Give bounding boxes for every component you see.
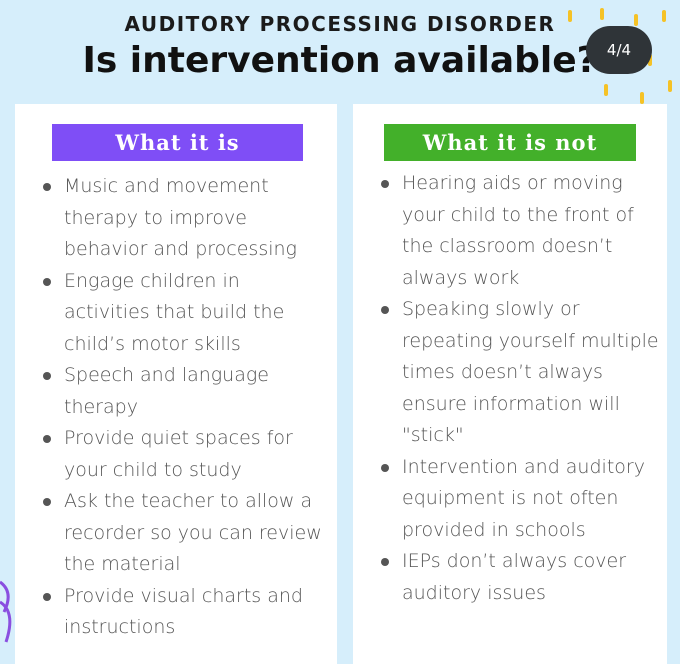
page-subtitle: AUDITORY PROCESSING DISORDER: [124, 12, 556, 36]
what-it-is-not-card: What it is not Hearing aids or moving yo…: [353, 104, 667, 664]
bullet-icon: [43, 372, 51, 380]
bullet-icon: [381, 463, 389, 472]
list-item-text: IEPs don’t always cover auditory issues: [402, 550, 627, 604]
list-item: Hearing aids or moving your child to the…: [379, 168, 669, 294]
list-item-text: Provide visual charts and instructions: [64, 584, 303, 639]
bullet-icon: [381, 180, 389, 188]
what-it-is-not-heading: What it is not: [384, 124, 636, 161]
what-it-is-list: Music and movement therapy to improve be…: [41, 171, 331, 644]
what-it-is-card: What it is Music and movement therapy to…: [15, 104, 337, 664]
list-item-text: Music and movement therapy to improve be…: [64, 175, 297, 260]
bullet-icon: [381, 306, 389, 314]
bullet-icon: [43, 498, 51, 506]
list-item-text: Engage children in activities that build…: [64, 269, 285, 355]
list-item-text: Intervention and auditory equipment is n…: [402, 455, 645, 541]
bullet-icon: [43, 183, 51, 191]
bullet-icon: [43, 592, 51, 601]
list-item-text: Speech and language therapy: [64, 364, 269, 418]
list-item-text: Ask the teacher to allow a recorder so y…: [64, 490, 322, 575]
list-item: Provide visual charts and instructions: [41, 581, 331, 644]
list-item: Provide quiet spaces for your child to s…: [41, 423, 331, 486]
list-item-text: Provide quiet spaces for your child to s…: [64, 427, 293, 481]
list-item: Music and movement therapy to improve be…: [41, 171, 331, 266]
what-it-is-heading: What it is: [52, 124, 303, 161]
list-item: Engage children in activities that build…: [41, 266, 331, 361]
list-item: Intervention and auditory equipment is n…: [379, 452, 669, 547]
page-indicator-badge: 4/4: [586, 26, 652, 74]
what-it-is-not-list: Hearing aids or moving your child to the…: [379, 168, 669, 609]
list-item: Speaking slowly or repeating yourself mu…: [379, 294, 669, 452]
list-item: Speech and language therapy: [41, 360, 331, 423]
list-item: IEPs don’t always cover auditory issues: [379, 546, 669, 609]
bullet-icon: [43, 277, 51, 286]
bullet-icon: [43, 435, 51, 443]
bullet-icon: [381, 558, 389, 566]
page-title: Is intervention available?: [82, 40, 598, 81]
list-item: Ask the teacher to allow a recorder so y…: [41, 486, 331, 581]
list-item-text: Speaking slowly or repeating yourself mu…: [402, 298, 659, 446]
list-item-text: Hearing aids or moving your child to the…: [402, 172, 634, 289]
